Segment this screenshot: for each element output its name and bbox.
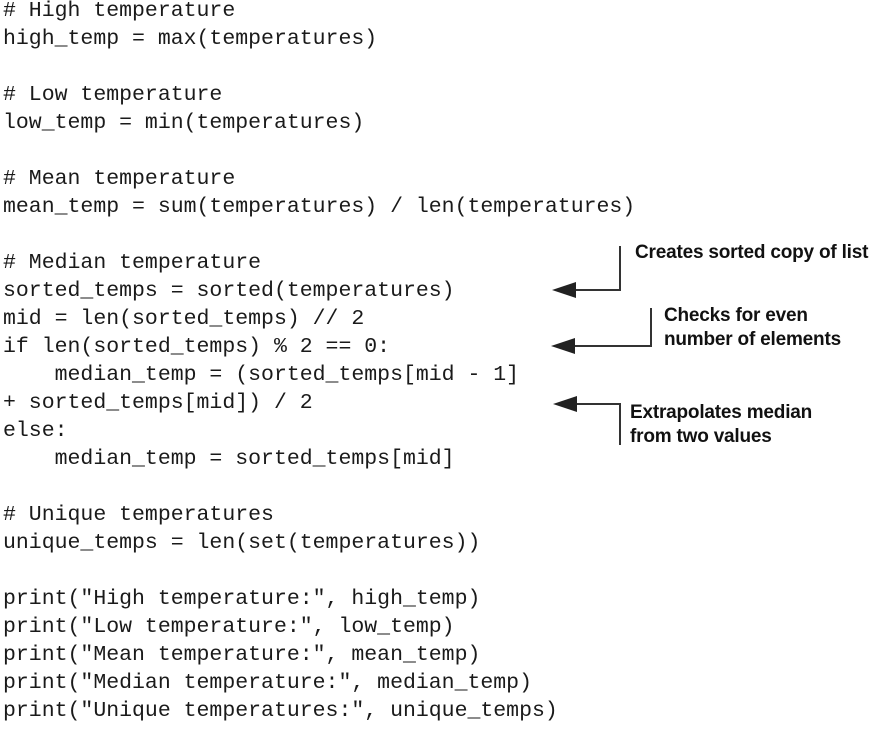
code-line: print("Unique temperatures:", unique_tem… <box>3 699 558 723</box>
code-line: high_temp = max(temperatures) <box>3 27 378 51</box>
code-line: mean_temp = sum(temperatures) / len(temp… <box>3 195 636 219</box>
code-line: + sorted_temps[mid]) / 2 <box>3 391 313 415</box>
code-line: print("Low temperature:", low_temp) <box>3 615 455 639</box>
annotation-text: Creates sorted copy of list <box>635 242 869 263</box>
code-line: median_temp = (sorted_temps[mid - 1] <box>3 363 520 387</box>
code-line <box>3 221 635 249</box>
code-line <box>3 137 635 165</box>
code-line: print("Mean temperature:", mean_temp) <box>3 643 481 667</box>
code-line: unique_temps = len(set(temperatures)) <box>3 531 481 555</box>
code-line: mid = len(sorted_temps) // 2 <box>3 307 365 331</box>
code-line: # Low temperature <box>3 83 223 107</box>
code-line: median_temp = sorted_temps[mid] <box>3 447 455 471</box>
annotation-creates-sorted-copy: Creates sorted copy of list <box>635 241 868 265</box>
annotation-text: Extrapolates median <box>630 402 813 423</box>
code-line: low_temp = min(temperatures) <box>3 111 365 135</box>
code-block: # High temperature high_temp = max(temper… <box>3 0 635 725</box>
annotation-extrapolates-median: Extrapolates median from two values <box>630 401 812 449</box>
code-line: print("High temperature:", high_temp) <box>3 587 481 611</box>
code-line: else: <box>3 419 68 443</box>
code-line: # Mean temperature <box>3 167 236 191</box>
code-line: # Median temperature <box>3 251 262 275</box>
annotation-text: number of elements <box>664 329 841 350</box>
code-line <box>3 53 635 81</box>
code-line <box>3 473 635 501</box>
annotation-text: from two values <box>630 426 772 447</box>
code-line: print("Median temperature:", median_temp… <box>3 671 532 695</box>
code-line: sorted_temps = sorted(temperatures) <box>3 279 455 303</box>
code-line: # High temperature <box>3 0 236 23</box>
code-line: # Unique temperatures <box>3 503 274 527</box>
annotation-text: Checks for even <box>664 305 808 326</box>
annotation-checks-even-count: Checks for even number of elements <box>664 304 841 352</box>
code-line <box>3 557 635 585</box>
code-line: if len(sorted_temps) % 2 == 0: <box>3 335 391 359</box>
